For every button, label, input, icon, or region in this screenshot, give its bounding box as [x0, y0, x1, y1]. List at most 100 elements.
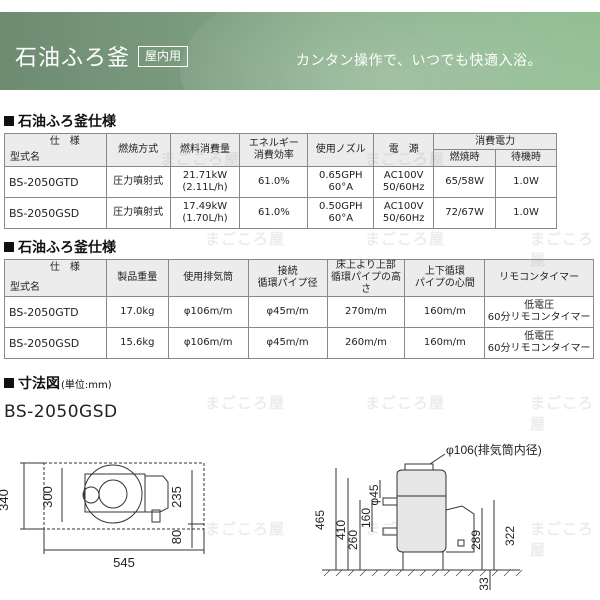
watermark: まごころ屋: [365, 230, 446, 248]
header-standby: 待機時: [495, 149, 557, 167]
combustion-cell: 圧力噴射式: [105, 166, 171, 198]
height-cell: 260m/m: [326, 327, 406, 359]
right-unit: [144, 475, 169, 513]
square-bullet-icon: [4, 116, 14, 126]
header-combustion: 燃焼方式: [105, 133, 171, 167]
dim-label-545: 545: [113, 555, 135, 570]
spec1-corner-cell: 仕 様 型式名: [4, 133, 107, 167]
efficiency-cell: 61.0%: [239, 197, 309, 229]
model-cell: BS-2050GSD: [4, 327, 107, 359]
upper-pipe: [382, 497, 398, 506]
header-pipe-line1: 接続: [277, 266, 298, 277]
burner-ring: [83, 464, 143, 524]
spec2-header-row: 仕 様 型式名 製品重量 使用排気筒 接続 循環パイプ径 床上より上部 循環パイ…: [4, 259, 594, 297]
height-cell: 270m/m: [326, 296, 406, 328]
spec2-heading-text: 石油ふろ釜仕様: [18, 240, 116, 256]
top-view-outline: [43, 462, 205, 530]
header-consumption: 消費電力: [433, 133, 557, 150]
power-frequency: 50/60Hz: [382, 182, 425, 193]
spec2-corner-cell: 仕 様 型式名: [4, 259, 107, 297]
header-exhaust: 使用排気筒: [167, 259, 249, 297]
power-voltage: AC100V: [383, 201, 424, 212]
burner-core: [98, 479, 128, 509]
header-pipe: 接続 循環パイプ径: [247, 259, 328, 297]
header-power: 電 源: [373, 133, 435, 167]
banner-tagline: カンタン操作で、いつでも快適入浴。: [296, 53, 542, 69]
dimensions-heading-text: 寸法図: [18, 376, 60, 392]
table-row: BS-2050GTD 圧力噴射式 21.71kW(2.11L/h) 61.0% …: [4, 166, 557, 198]
header-nozzle: 使用ノズル: [307, 133, 375, 167]
header-height-line2: 循環パイプの高さ: [330, 272, 401, 295]
spec1-table: 仕 様 型式名 燃焼方式 燃料消費量 エネルギー 消費効率 使用ノズル 電 源 …: [4, 133, 557, 229]
control-box: [445, 505, 475, 553]
watermark: まごころ屋: [205, 394, 286, 412]
dim-label-289: 289: [469, 530, 483, 550]
pipe-stub: [151, 509, 161, 523]
lower-pipe: [382, 527, 398, 536]
model-cell: BS-2050GTD: [4, 166, 107, 198]
pipe-cell: φ45m/m: [247, 327, 328, 359]
spec1-header-row-2: 燃焼時 待機時: [5, 149, 557, 167]
fuel-value: 17.49kW: [182, 201, 228, 212]
header-remote: リモコンタイマー: [484, 259, 594, 297]
dim-label-160: 160: [359, 508, 373, 528]
model-cell: BS-2050GSD: [4, 197, 107, 229]
header-efficiency: エネルギー 消費効率: [239, 133, 309, 167]
header-height-line1: 床上より上部: [336, 260, 396, 271]
spec-label: 仕 様: [49, 262, 80, 273]
fuel-value: 21.71kW: [182, 170, 228, 181]
watermark: まごころ屋: [530, 520, 595, 559]
side-view-drawing: [322, 453, 523, 590]
nozzle-angle: 60°A: [328, 213, 354, 224]
dimension-drawings: 340 300 235 80 545 φ106(排気筒内径) 465 410 2…: [0, 442, 542, 591]
dimensions-unit: (単位:mm): [61, 379, 112, 391]
nozzle-value: 0.65GPH: [318, 170, 363, 181]
header-center-line1: 上下循環: [424, 266, 465, 277]
burning-cell: 72/67W: [433, 197, 497, 229]
header-pipe-line2: 循環パイプ径: [257, 278, 318, 289]
header-height: 床上より上部 循環パイプの高さ: [326, 259, 406, 297]
square-bullet-icon: [4, 378, 14, 388]
table-row: BS-2050GSD 15.6kg φ106m/m φ45m/m 260m/m …: [4, 327, 594, 359]
banner-title: 石油ふろ釜: [15, 46, 131, 71]
spec2-heading: 石油ふろ釜仕様: [4, 237, 116, 257]
center-cell: 160m/m: [404, 296, 486, 328]
dim-label-pipe: φ45: [367, 484, 381, 505]
pipe-cell: φ45m/m: [247, 296, 328, 328]
boiler-base: [402, 551, 444, 571]
weight-cell: 17.0kg: [105, 296, 169, 328]
leader-line: [429, 453, 446, 465]
model-cell: BS-2050GTD: [4, 296, 107, 328]
dim-label-340: 340: [0, 489, 11, 511]
spec1-heading: 石油ふろ釜仕様: [4, 111, 116, 131]
watermark: まごころ屋: [205, 520, 286, 538]
efficiency-cell: 61.0%: [239, 166, 309, 198]
nozzle-value: 0.50GPH: [318, 201, 363, 212]
fuel-cell: 17.49kW(1.70L/h): [169, 197, 241, 229]
remote-timer: 60分リモコンタイマー: [487, 312, 591, 323]
square-bullet-icon: [4, 242, 14, 252]
header-burning: 燃焼時: [433, 149, 497, 167]
left-knob: [82, 486, 100, 504]
spec2-table: 仕 様 型式名 製品重量 使用排気筒 接続 循環パイプ径 床上より上部 循環パイ…: [4, 259, 594, 359]
boiler-body: [396, 469, 447, 553]
fuel-liters: (2.11L/h): [182, 182, 228, 193]
control-knob: [457, 539, 465, 547]
standby-cell: 1.0W: [495, 197, 557, 229]
spec-label: 仕 様: [49, 136, 80, 147]
model-name-label: 型式名: [10, 152, 40, 163]
power-voltage: AC100V: [383, 170, 424, 181]
combustion-cell: 圧力噴射式: [105, 197, 171, 229]
watermark: まごころ屋: [530, 394, 595, 433]
watermark: まごころ屋: [365, 150, 446, 168]
top-view-drawing: [20, 462, 205, 554]
dimension-model-label: BS-2050GSD: [4, 402, 118, 422]
banner-swoosh: [180, 0, 600, 98]
dim-label-322: 322: [503, 526, 517, 546]
weight-cell: 15.6kg: [105, 327, 169, 359]
